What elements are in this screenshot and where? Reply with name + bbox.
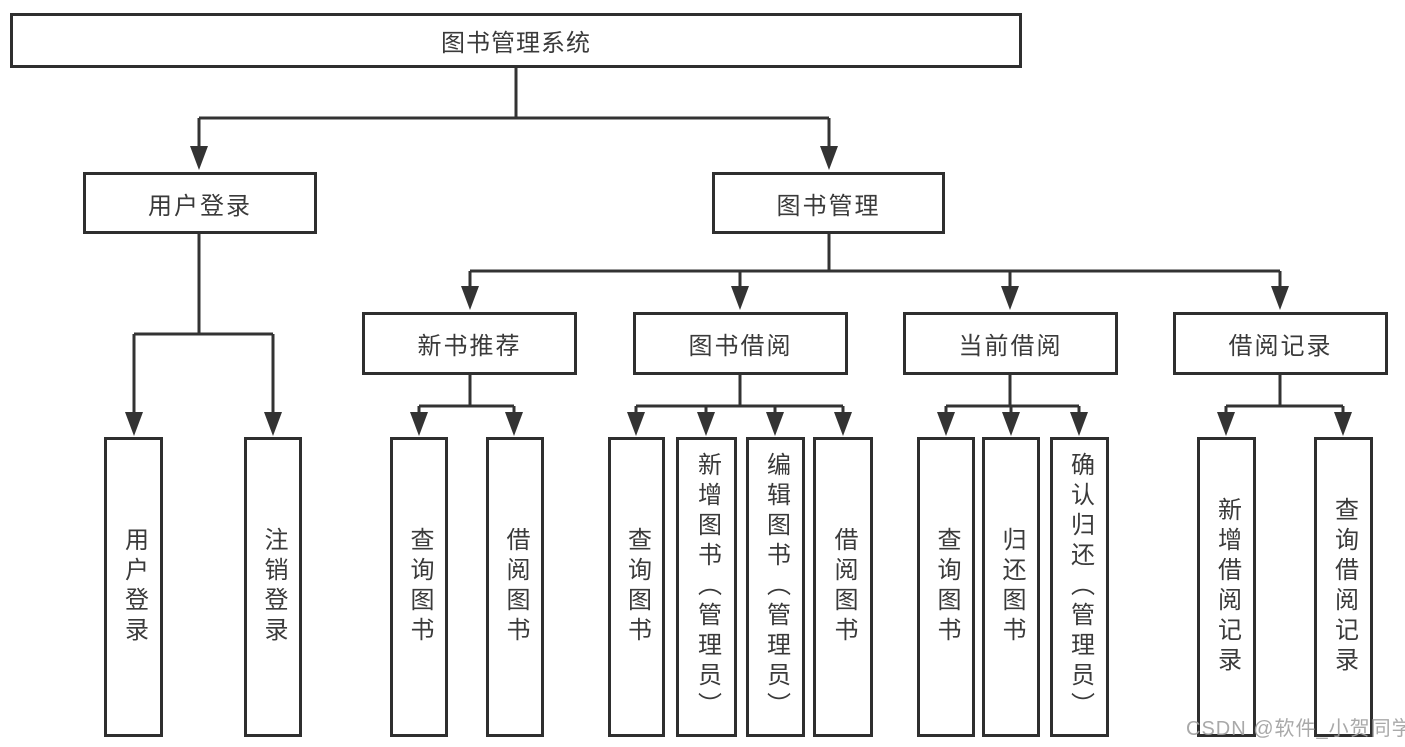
arrow-down-icon — [1271, 286, 1289, 310]
leaf-label: 编辑图书（管理员） — [762, 452, 790, 722]
arrow-down-icon — [1334, 412, 1352, 436]
leaf-label: 借阅图书 — [830, 527, 857, 647]
node-book-management: 图书管理 — [712, 172, 945, 234]
arrow-down-icon — [834, 412, 852, 436]
arrow-down-icon — [410, 412, 428, 436]
leaf-confirm-return-admin: 确认归还（管理员） — [1050, 437, 1109, 737]
node-new-book-recommend: 新书推荐 — [362, 312, 577, 375]
node-borrow-records: 借阅记录 — [1173, 312, 1388, 375]
node-book-borrow: 图书借阅 — [633, 312, 848, 375]
connector-current-borrow-to-leaves — [944, 375, 1081, 414]
leaf-label: 注销登录 — [260, 527, 287, 647]
leaf-borrow-books: 借阅图书 — [486, 437, 544, 737]
connector-management-to-level3 — [468, 234, 1282, 288]
leaf-logout: 注销登录 — [244, 437, 302, 737]
leaf-query-books: 查询图书 — [608, 437, 665, 737]
arrowheads — [125, 146, 1352, 436]
arrow-down-icon — [937, 412, 955, 436]
arrow-down-icon — [731, 286, 749, 310]
connector-root-to-level2 — [197, 68, 831, 148]
leaf-query-borrow-record: 查询借阅记录 — [1314, 437, 1373, 737]
leaf-borrow-books: 借阅图书 — [813, 437, 873, 737]
leaf-label: 归还图书 — [998, 527, 1025, 647]
csdn-watermark: CSDN @软件_小贺同学 — [1186, 718, 1405, 740]
arrow-down-icon — [505, 412, 523, 436]
leaf-label: 用户登录 — [120, 527, 148, 647]
node-current-borrow: 当前借阅 — [903, 312, 1118, 375]
arrow-down-icon — [627, 412, 645, 436]
leaf-label: 查询图书 — [933, 527, 960, 647]
leaf-label: 查询图书 — [623, 527, 651, 647]
connector-borrow-records-to-leaves — [1224, 375, 1345, 414]
arrow-down-icon — [1070, 412, 1088, 436]
leaf-label: 新增图书（管理员） — [693, 452, 721, 722]
arrow-down-icon — [264, 412, 282, 436]
arrow-down-icon — [820, 146, 838, 170]
leaf-return-books: 归还图书 — [982, 437, 1040, 737]
arrow-down-icon — [1002, 412, 1020, 436]
arrow-down-icon — [1001, 286, 1019, 310]
connector-login-to-leaves — [132, 234, 275, 414]
leaf-label: 新增借阅记录 — [1213, 497, 1241, 677]
leaf-edit-books-admin: 编辑图书（管理员） — [746, 437, 805, 737]
leaf-label: 确认归还（管理员） — [1066, 452, 1094, 722]
leaf-label: 查询借阅记录 — [1330, 497, 1358, 677]
leaf-label: 借阅图书 — [502, 527, 529, 647]
leaf-query-books: 查询图书 — [917, 437, 975, 737]
arrow-down-icon — [190, 146, 208, 170]
leaf-user-login: 用户登录 — [104, 437, 163, 737]
leaf-query-books: 查询图书 — [390, 437, 448, 737]
arrow-down-icon — [461, 286, 479, 310]
arrow-down-icon — [697, 412, 715, 436]
leaf-add-books-admin: 新增图书（管理员） — [676, 437, 737, 737]
leaf-add-borrow-record: 新增借阅记录 — [1197, 437, 1256, 737]
node-user-login-group: 用户登录 — [83, 172, 317, 234]
leaf-label: 查询图书 — [406, 527, 433, 647]
arrow-down-icon — [766, 412, 784, 436]
arrow-down-icon — [1217, 412, 1235, 436]
connector-segments — [132, 68, 1345, 414]
connector-book-borrow-to-leaves — [634, 375, 845, 414]
arrow-down-icon — [125, 412, 143, 436]
node-root-system: 图书管理系统 — [10, 13, 1022, 68]
connector-new-book-recommend-to-leaves — [417, 375, 516, 414]
